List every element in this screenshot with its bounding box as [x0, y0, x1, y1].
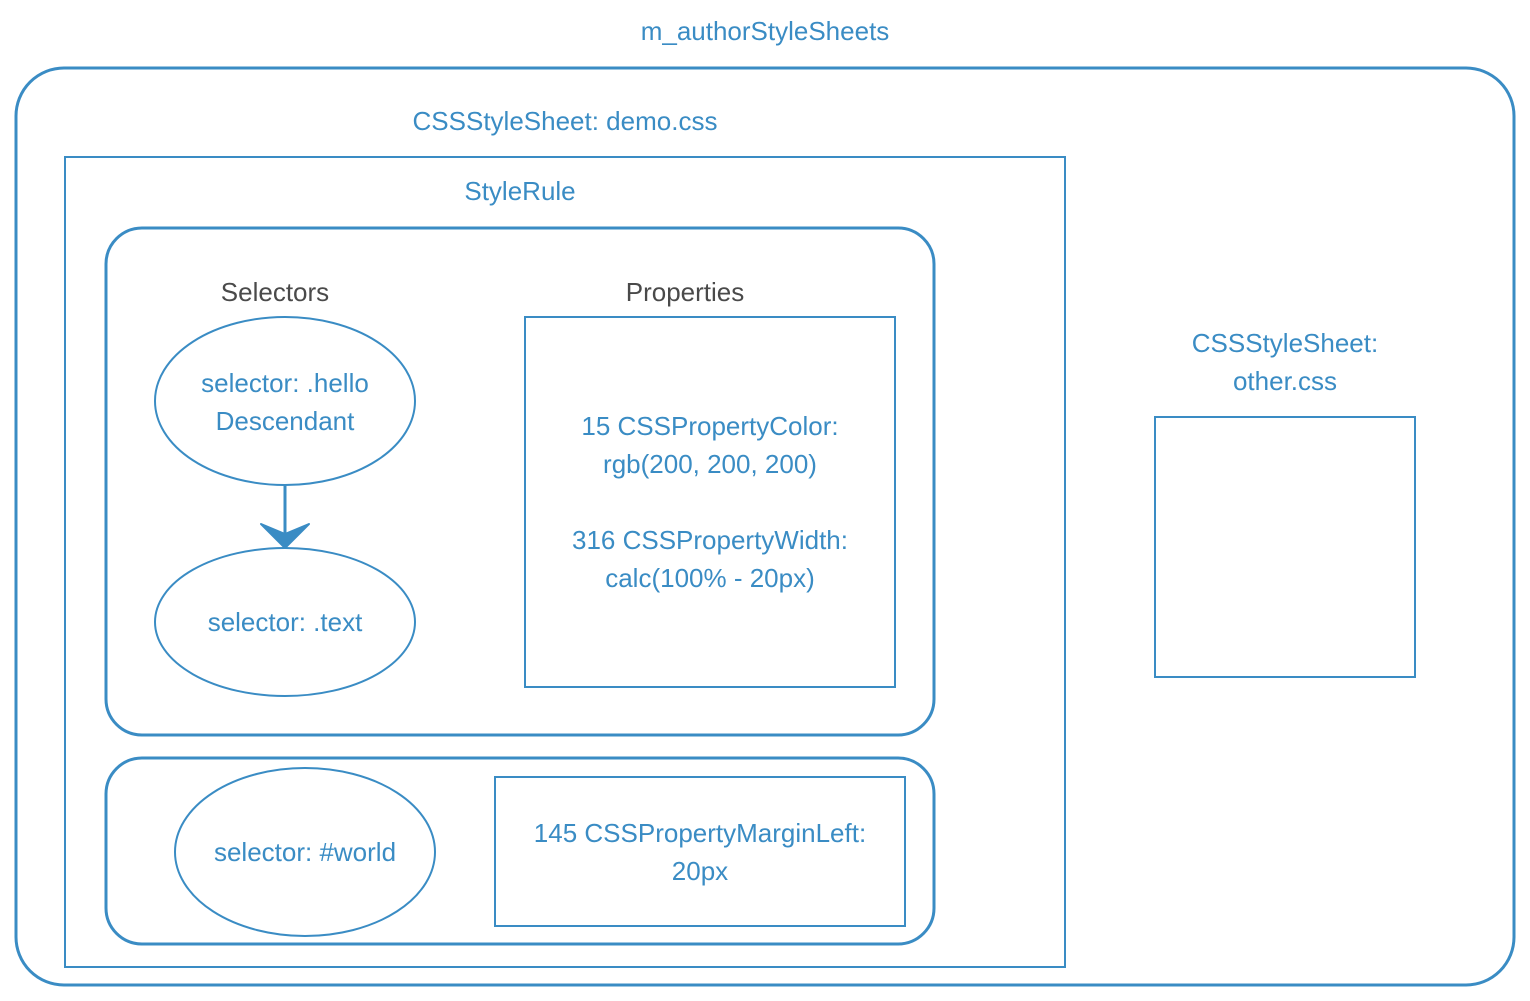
other-sheet-title: CSSStyleSheet: other.css: [1191, 328, 1379, 396]
selector-hello-label: selector: .hello Descendant: [201, 368, 369, 436]
selector-text-label: selector: .text: [207, 607, 363, 637]
properties-list: 15 CSSPropertyColor: rgb(200, 200, 200) …: [571, 411, 848, 593]
selector-text-ellipse: [154, 547, 416, 697]
properties-heading: Properties: [625, 277, 745, 307]
descendant-arrowhead: [260, 523, 310, 549]
selectors-heading: Selectors: [220, 277, 330, 307]
demo-sheet-title: CSSStyleSheet: demo.css: [412, 106, 718, 136]
other-stylesheet-box: [1154, 416, 1416, 678]
selector-world-label: selector: #world: [213, 837, 397, 867]
selector-hello-ellipse: [154, 316, 416, 486]
properties-box: [524, 316, 896, 688]
selector-world-ellipse: [174, 767, 436, 937]
outer-title: m_authorStyleSheets: [640, 16, 890, 46]
author-stylesheets-container: [14, 66, 1516, 987]
style-rule-title: StyleRule: [464, 176, 576, 206]
demo-stylesheet-box: [64, 156, 1066, 968]
style-rule-2-box: [104, 756, 936, 946]
margin-property-box: [494, 776, 906, 927]
style-rule-1-box: [104, 226, 936, 737]
margin-property-label: 145 CSSPropertyMarginLeft: 20px: [533, 818, 867, 886]
